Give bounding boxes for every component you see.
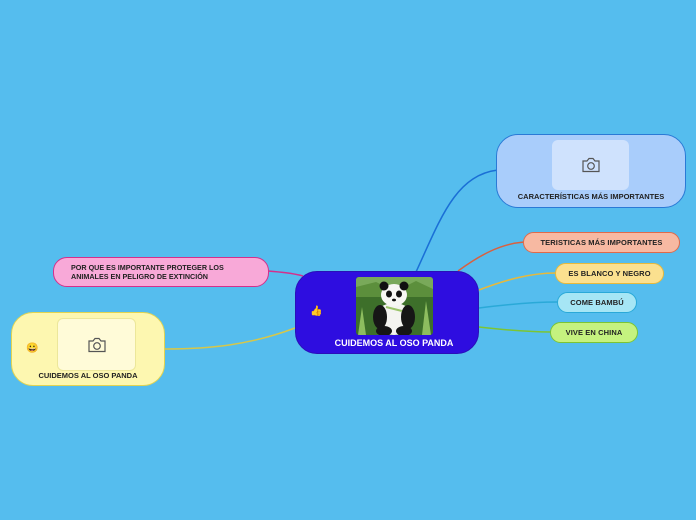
connector-china [478, 326, 552, 333]
camera-icon [552, 140, 629, 190]
topic-china-label: VIVE EN CHINA [565, 328, 623, 337]
connector-caracteristicas [415, 169, 499, 273]
topic-teristicas[interactable]: TERISTICAS MÁS IMPORTANTES [523, 232, 680, 253]
topic-proteger[interactable]: POR QUE ES IMPORTANTE PROTEGER LOS ANIMA… [53, 257, 269, 287]
camera-icon [57, 318, 136, 371]
panda-photo [356, 277, 433, 335]
topic-proteger-label-line1: POR QUE ES IMPORTANTE PROTEGER LOS [71, 263, 224, 272]
topic-bambu-label: COME BAMBÚ [570, 298, 624, 307]
connector-bambu [478, 301, 559, 309]
thumbs-up-icon: 👍 [310, 306, 323, 317]
topic-blanco-negro-label: ES BLANCO Y NEGRO [568, 269, 651, 278]
smiley-icon: 😀 [26, 343, 39, 354]
topic-teristicas-label: TERISTICAS MÁS IMPORTANTES [540, 238, 663, 247]
topic-cuidemos-label: CUIDEMOS AL OSO PANDA [38, 371, 138, 380]
connector-cuidemos [164, 327, 296, 350]
connector-teristicas [457, 241, 525, 272]
central-topic-label: CUIDEMOS AL OSO PANDA [334, 338, 454, 348]
topic-blanco-negro[interactable]: ES BLANCO Y NEGRO [555, 263, 664, 284]
topic-caracteristicas-label: CARACTERÍSTICAS MÁS IMPORTANTES [517, 192, 665, 201]
topic-china[interactable]: VIVE EN CHINA [550, 322, 638, 343]
connector-proteger [267, 270, 304, 277]
topic-bambu[interactable]: COME BAMBÚ [557, 292, 637, 313]
connector-blanco-negro [478, 272, 557, 291]
topic-proteger-label-line2: ANIMALES EN PELIGRO DE EXTINCIÓN [71, 272, 208, 281]
